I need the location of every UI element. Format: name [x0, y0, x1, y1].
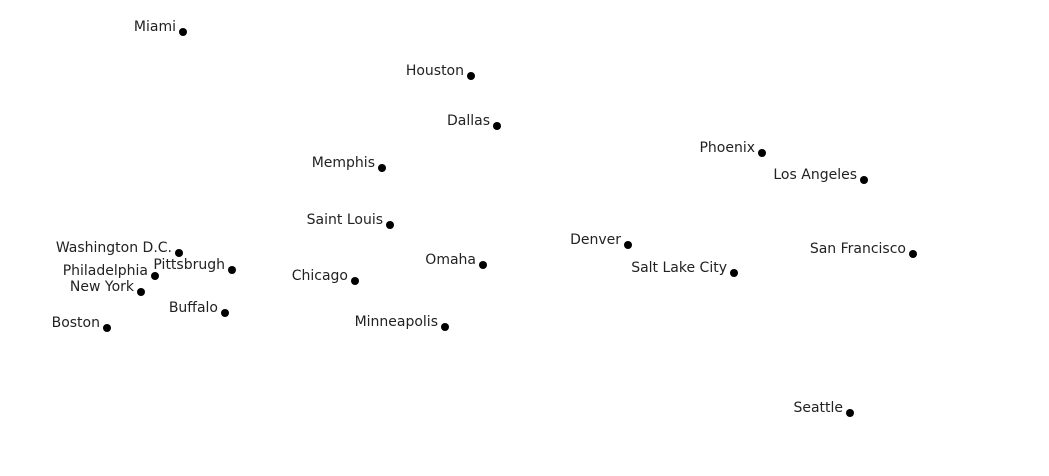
city-point-saint-louis: Saint Louis: [307, 212, 394, 229]
city-label: Seattle: [793, 400, 843, 416]
city-label: Salt Lake City: [631, 260, 727, 276]
city-label: Miami: [134, 19, 176, 35]
city-label: San Francisco: [810, 241, 906, 257]
city-label: Dallas: [447, 113, 490, 129]
city-point-philadelphia: Philadelphia: [63, 263, 159, 280]
city-label: Philadelphia: [63, 263, 148, 279]
city-point-pittsbrugh: Pittsbrugh: [153, 257, 236, 274]
city-point-phoenix: Phoenix: [699, 140, 766, 157]
city-marker: [479, 261, 487, 269]
city-marker: [103, 324, 111, 332]
city-label: Phoenix: [699, 140, 755, 156]
city-point-seattle: Seattle: [793, 400, 854, 417]
city-point-chicago: Chicago: [292, 268, 359, 285]
city-point-dallas: Dallas: [447, 113, 501, 130]
city-marker: [175, 249, 183, 257]
city-label: Memphis: [312, 155, 375, 171]
city-point-los-angeles: Los Angeles: [773, 167, 868, 184]
city-label: Minneapolis: [355, 314, 438, 330]
city-marker: [137, 288, 145, 296]
city-marker: [221, 309, 229, 317]
city-marker: [179, 28, 187, 36]
city-point-omaha: Omaha: [425, 252, 487, 269]
city-point-salt-lake-city: Salt Lake City: [631, 260, 738, 277]
city-point-boston: Boston: [52, 315, 111, 332]
city-label: Los Angeles: [773, 167, 857, 183]
city-label: Chicago: [292, 268, 348, 284]
city-marker: [386, 221, 394, 229]
city-label: New York: [70, 279, 135, 295]
city-marker: [758, 149, 766, 157]
city-marker: [730, 269, 738, 277]
city-marker: [378, 164, 386, 172]
city-point-buffalo: Buffalo: [169, 300, 229, 317]
city-point-houston: Houston: [406, 63, 475, 80]
city-marker: [860, 176, 868, 184]
city-label: Saint Louis: [307, 212, 383, 228]
city-label: Denver: [570, 232, 621, 248]
city-label: Boston: [52, 315, 100, 331]
city-marker: [493, 122, 501, 130]
city-point-san-francisco: San Francisco: [810, 241, 917, 258]
city-label: Buffalo: [169, 300, 218, 316]
city-marker: [228, 266, 236, 274]
city-marker: [624, 241, 632, 249]
city-marker: [351, 277, 359, 285]
city-marker: [151, 272, 159, 280]
city-point-denver: Denver: [570, 232, 632, 249]
city-point-miami: Miami: [134, 19, 187, 36]
city-point-minneapolis: Minneapolis: [355, 314, 449, 331]
city-point-memphis: Memphis: [312, 155, 386, 172]
city-marker: [909, 250, 917, 258]
city-marker: [441, 323, 449, 331]
city-point-washington-d-c: Washington D.C.: [56, 240, 183, 257]
city-marker: [467, 72, 475, 80]
city-label: Omaha: [425, 252, 476, 268]
city-label: Houston: [406, 63, 464, 79]
city-label: Pittsbrugh: [153, 257, 225, 273]
city-label: Washington D.C.: [56, 240, 172, 256]
city-point-new-york: New York: [70, 279, 145, 296]
city-marker: [846, 409, 854, 417]
